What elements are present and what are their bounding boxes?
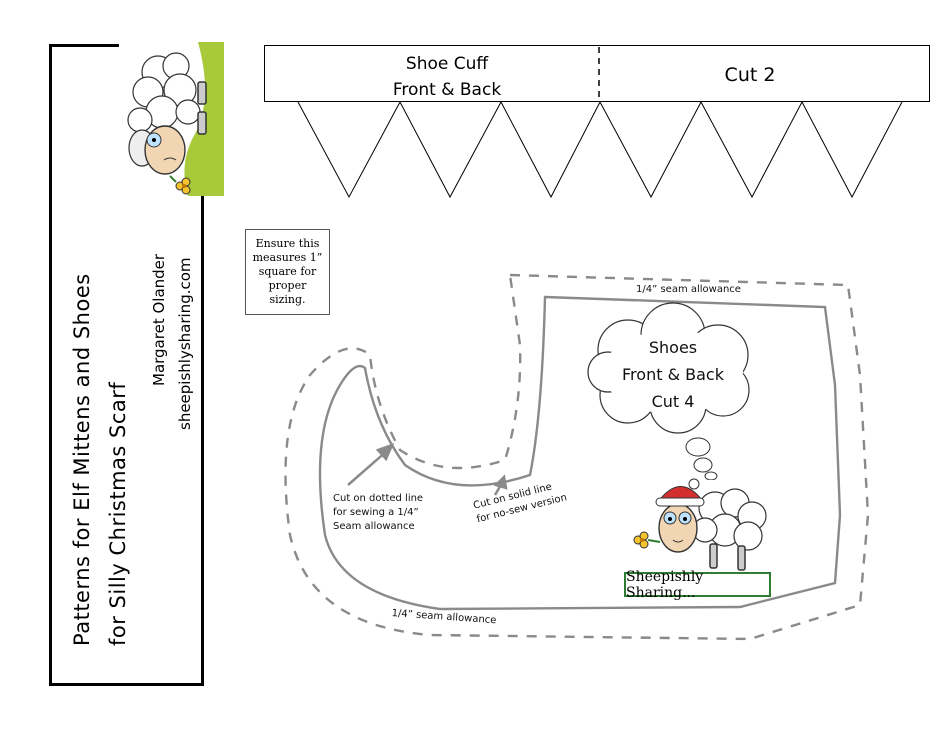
cuff-label-line2: Front & Back [392, 80, 502, 100]
flower-icon [633, 531, 661, 549]
shoe-cuff-band [264, 45, 930, 102]
sheep-illustration [127, 42, 224, 196]
author-name: Margaret Olander [150, 253, 168, 386]
seam-allowance-top: 1/4” seam allowance [636, 284, 741, 295]
shoe-pattern [284, 273, 870, 641]
pattern-title-line2: for Silly Christmas Scarf [106, 381, 130, 646]
dotted-note-line2: for sewing a 1/4” [333, 507, 419, 518]
measurement-note: Ensure this measures 1” square for prope… [252, 237, 323, 306]
thought-cloud [587, 302, 750, 480]
santa-sheep-illustration [633, 478, 767, 571]
cloud-line3: Cut 4 [651, 392, 695, 411]
shoe-cuff-triangles [297, 47, 903, 199]
sidebar-right-border [201, 196, 204, 686]
dotted-note-line3: Seam allowance [333, 521, 415, 532]
cloud-text: Shoes Front & Back Cut 4 [583, 334, 763, 415]
cuff-cut-label: Cut 2 [724, 64, 776, 86]
measurement-square: Ensure this measures 1” square for prope… [245, 229, 330, 315]
sidebar-top-border [49, 44, 119, 47]
sidebar-frame [49, 44, 203, 686]
flower-icon [175, 177, 191, 195]
sheepishly-sharing-badge: Sheepishly Sharing... [624, 569, 771, 601]
dotted-line-note: Cut on dotted line for sewing a 1/4” Sea… [333, 492, 423, 534]
cloud-line1: Shoes [648, 338, 698, 357]
website-url: sheepishlysharing.com [176, 257, 194, 430]
cloud-line2: Front & Back [622, 365, 724, 384]
arrow-icon [347, 442, 508, 496]
pattern-title-line1: Patterns for Elf Mittens and Shoes [70, 273, 94, 646]
dotted-note-line1: Cut on dotted line [333, 493, 424, 504]
cuff-label-line1: Shoe Cuff [405, 54, 489, 74]
